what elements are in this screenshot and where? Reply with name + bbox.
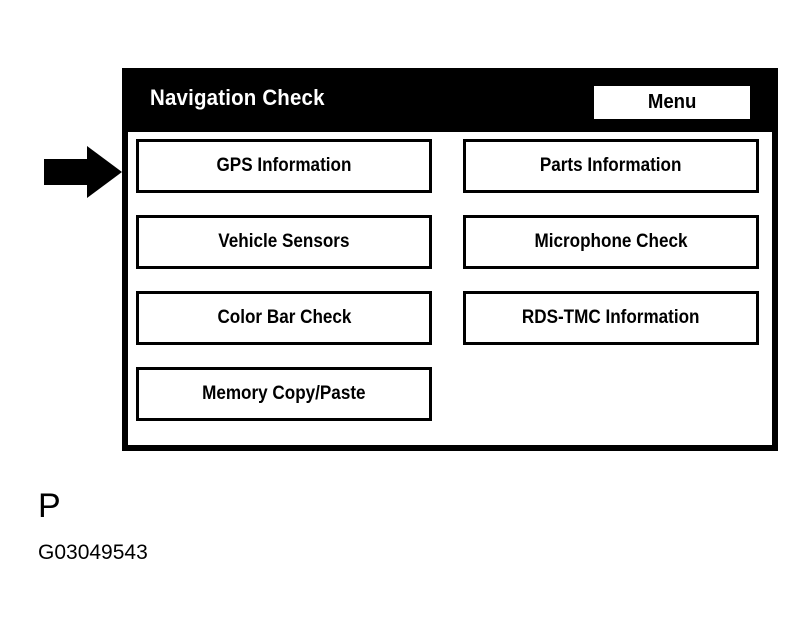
navigation-check-screen: Navigation Check Menu GPS Information Pa… [122,68,778,451]
arrow-head [87,146,122,198]
button-label: Parts Information [540,155,682,176]
button-memory-copy-paste[interactable]: Memory Copy/Paste [136,367,432,421]
button-parts-information[interactable]: Parts Information [463,139,759,193]
button-label: Memory Copy/Paste [202,383,366,404]
button-label: Vehicle Sensors [218,231,350,252]
button-label: Color Bar Check [217,307,351,328]
screen-header-bar: Navigation Check Menu [128,74,772,132]
arrow-shaft [44,159,88,185]
page-title: Navigation Check [150,85,325,110]
button-rds-tmc-information[interactable]: RDS-TMC Information [463,291,759,345]
button-microphone-check[interactable]: Microphone Check [463,215,759,269]
caption-letter: P [38,487,61,525]
menu-button-label: Menu [647,91,697,113]
button-label: Microphone Check [534,231,688,252]
figure-caption: P G03049543 [38,486,148,568]
menu-button-grid: GPS Information Parts Information Vehicl… [128,132,772,445]
button-vehicle-sensors[interactable]: Vehicle Sensors [136,215,432,269]
caption-figure-code: G03049543 [38,541,148,564]
button-color-bar-check[interactable]: Color Bar Check [136,291,432,345]
button-label: GPS Information [216,155,352,176]
callout-arrow-icon [44,146,122,198]
button-gps-information[interactable]: GPS Information [136,139,432,193]
menu-button[interactable]: Menu [594,86,750,119]
button-label: RDS-TMC Information [522,307,700,328]
